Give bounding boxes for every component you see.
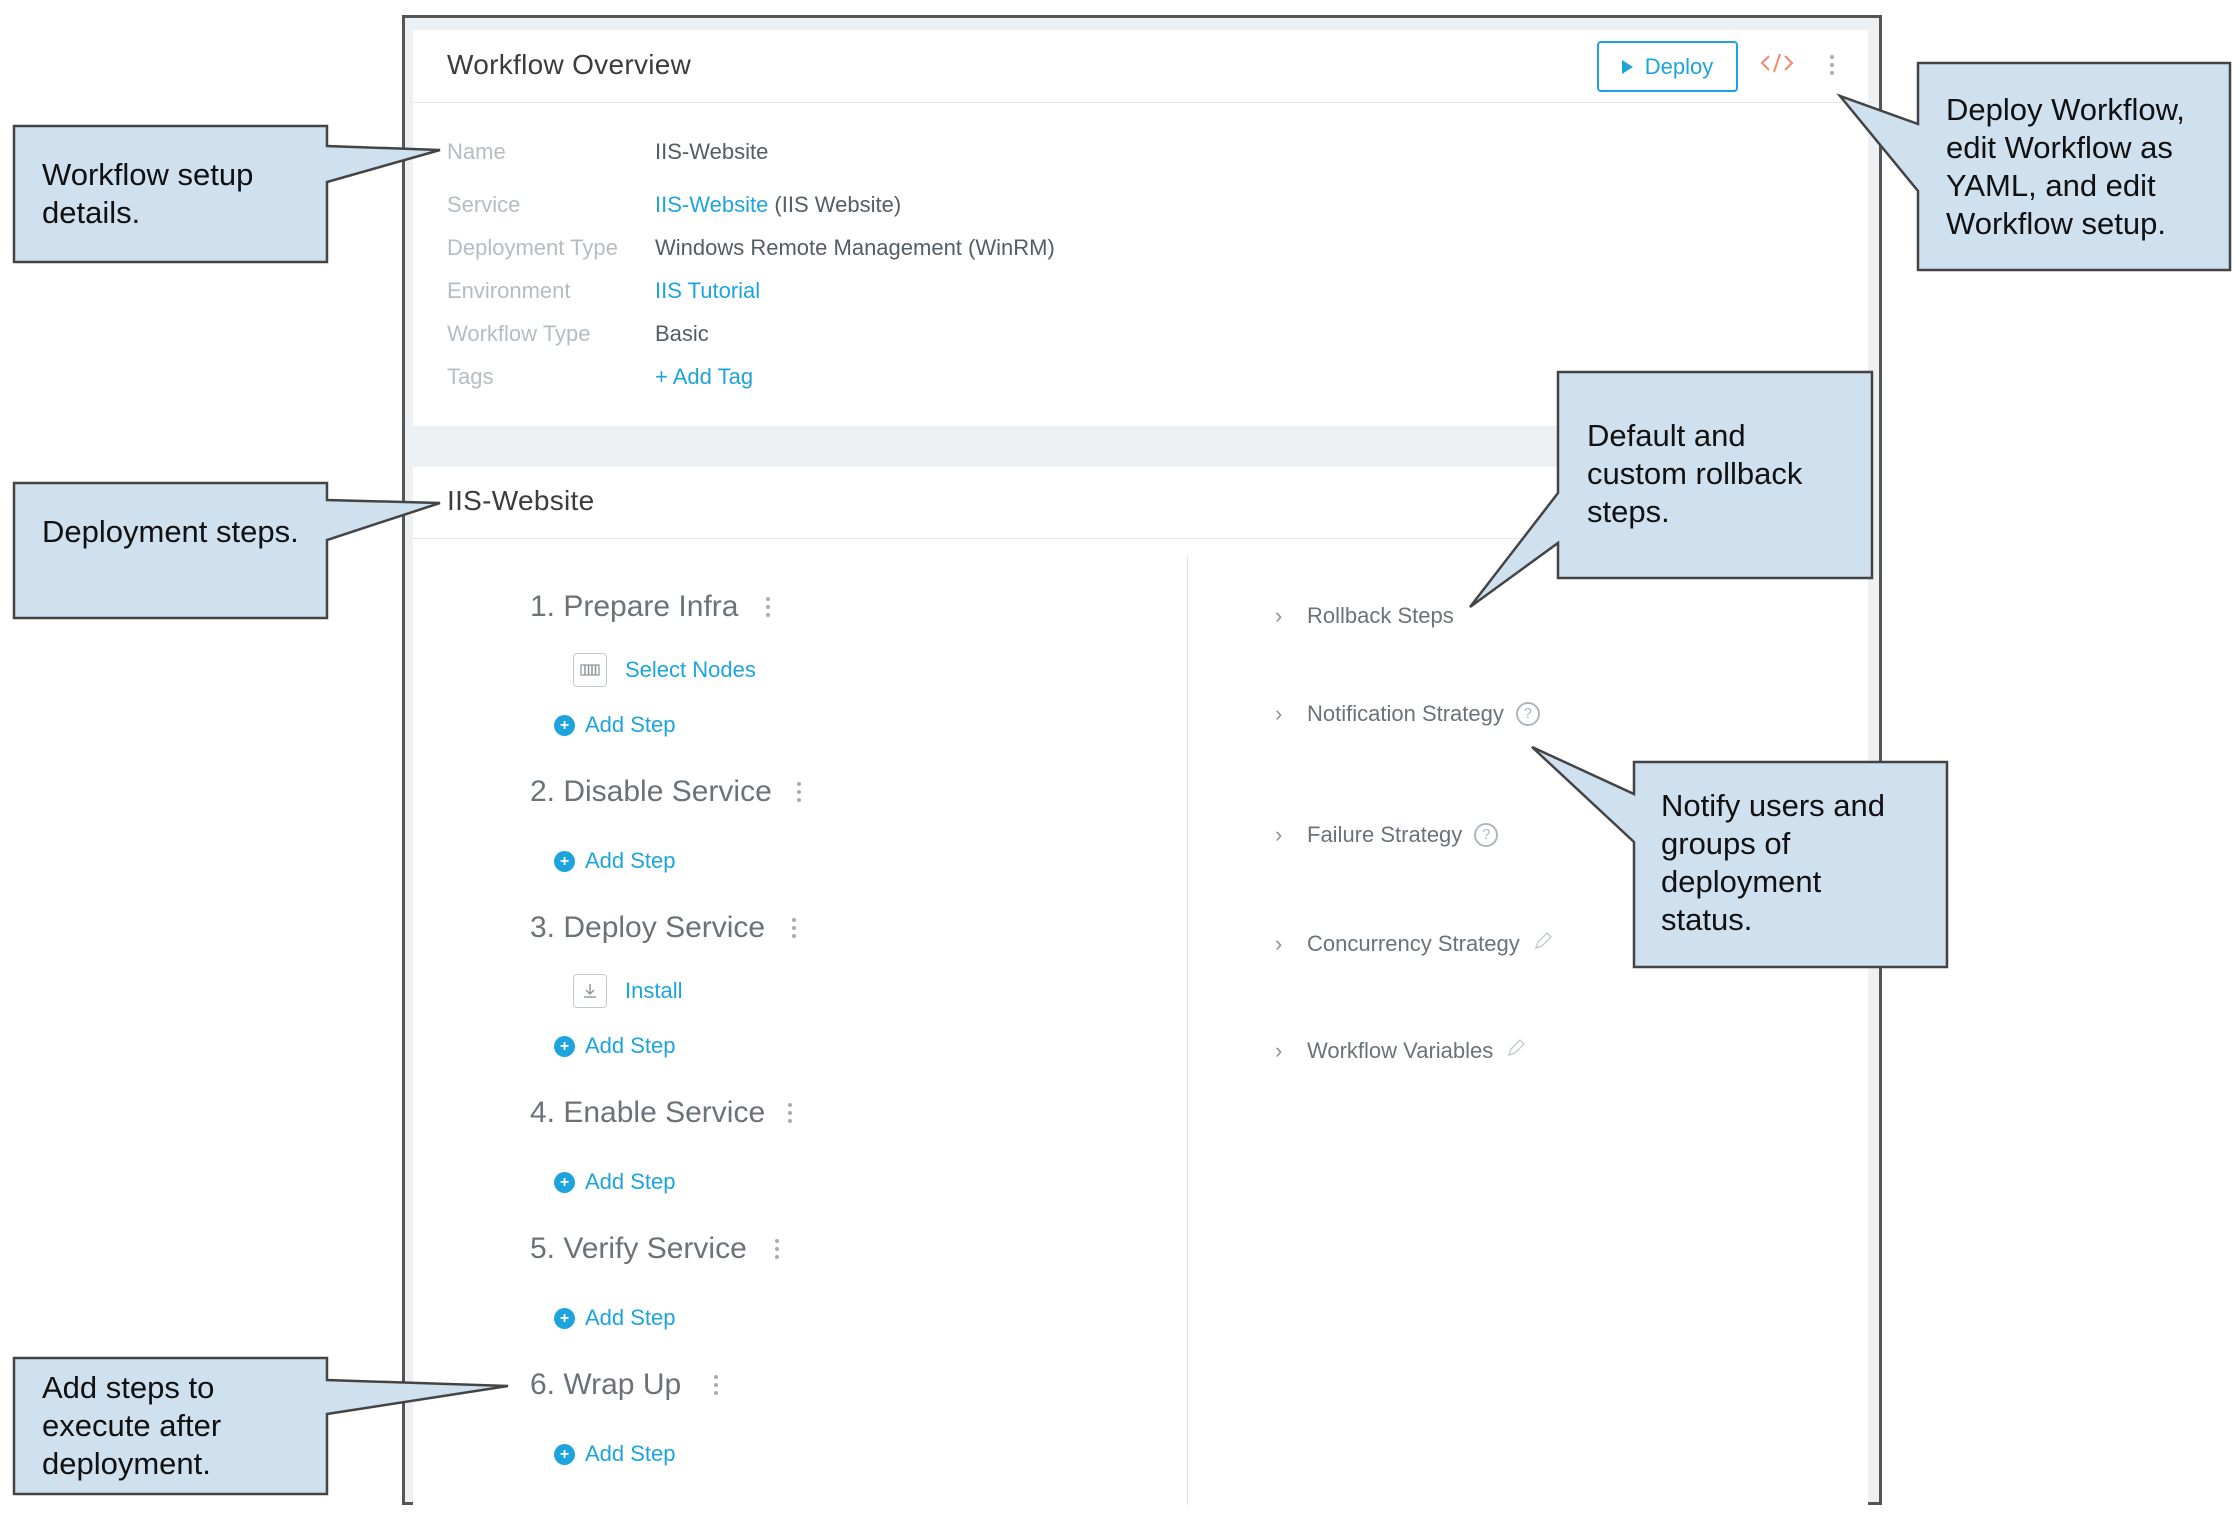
step-label: Select Nodes bbox=[625, 657, 756, 682]
field-value-deployment-type: Windows Remote Management (WinRM) bbox=[655, 235, 1055, 260]
workflow-variables-item[interactable]: › Workflow Variables bbox=[1275, 1037, 1527, 1065]
side-item-label: Failure Strategy bbox=[1307, 822, 1463, 847]
callout-addsteps-shape bbox=[12, 1356, 509, 1496]
play-icon bbox=[1621, 59, 1633, 74]
column-divider bbox=[1187, 555, 1188, 1505]
add-step-button[interactable]: + Add Step bbox=[554, 712, 676, 738]
service-suffix: (IIS Website) bbox=[768, 192, 902, 217]
phase-title-wrap-up: 6. Wrap Up bbox=[530, 1368, 682, 1401]
callout-setup-text: Workflow setup details. bbox=[42, 157, 254, 230]
chevron-right-icon: › bbox=[1275, 822, 1283, 847]
plus-icon: + bbox=[554, 1307, 575, 1329]
callout-addsteps-text: Add steps to execute after deployment. bbox=[42, 1370, 222, 1481]
callout-setup-shape bbox=[12, 124, 441, 264]
step-select-nodes[interactable]: Select Nodes bbox=[573, 653, 756, 687]
overview-title: Workflow Overview bbox=[447, 49, 692, 80]
concurrency-strategy-item[interactable]: › Concurrency Strategy bbox=[1275, 930, 1554, 958]
phase-title-disable-service: 2. Disable Service bbox=[530, 775, 772, 808]
phase-menu-icon[interactable] bbox=[714, 1375, 718, 1395]
service-link[interactable]: IIS-Website bbox=[655, 192, 769, 217]
add-step-button[interactable]: + Add Step bbox=[554, 1033, 676, 1059]
callout-notify-shape bbox=[1531, 745, 1949, 969]
step-label: Install bbox=[625, 978, 683, 1003]
step-install[interactable]: Install bbox=[573, 974, 682, 1008]
more-options-icon[interactable] bbox=[1830, 55, 1834, 75]
field-label-workflow-type: Workflow Type bbox=[447, 321, 591, 346]
phase-title-deploy-service: 3. Deploy Service bbox=[530, 911, 766, 944]
callout-notify-text: Notify users and groups of deployment st… bbox=[1661, 788, 1885, 937]
notification-strategy-item[interactable]: › Notification Strategy ? bbox=[1275, 701, 1540, 727]
add-step-label: Add Step bbox=[585, 1441, 676, 1466]
workflow-phase-card bbox=[413, 467, 1868, 1505]
callout-rollback-text: Default and custom rollback steps. bbox=[1587, 418, 1803, 529]
field-label-service: Service bbox=[447, 192, 521, 217]
deploy-button[interactable]: Deploy bbox=[1597, 41, 1738, 92]
field-label-tags: Tags bbox=[447, 364, 494, 389]
environment-link[interactable]: IIS Tutorial bbox=[655, 278, 761, 303]
phase-menu-icon[interactable] bbox=[792, 918, 796, 938]
callout-deploy-text: Deploy Workflow, edit Workflow as YAML, … bbox=[1946, 92, 2185, 241]
add-step-button[interactable]: + Add Step bbox=[554, 1305, 676, 1331]
grid-icon bbox=[573, 653, 607, 687]
phase-title-enable-service: 4. Enable Service bbox=[530, 1096, 766, 1129]
chevron-right-icon: › bbox=[1275, 603, 1283, 628]
plus-icon: + bbox=[554, 850, 575, 872]
pencil-icon[interactable] bbox=[1532, 930, 1554, 958]
plus-icon: + bbox=[554, 714, 575, 736]
field-label-name: Name bbox=[447, 139, 506, 164]
pencil-icon[interactable] bbox=[1505, 1037, 1527, 1065]
phase-title-verify-service: 5. Verify Service bbox=[530, 1232, 747, 1265]
divider bbox=[413, 102, 1868, 103]
callout-rollback-shape bbox=[1469, 370, 1874, 609]
add-step-button[interactable]: + Add Step bbox=[554, 1169, 676, 1195]
phase-menu-icon[interactable] bbox=[775, 1239, 779, 1259]
workflow-overview-card bbox=[413, 30, 1868, 426]
phase-menu-icon[interactable] bbox=[766, 597, 770, 617]
help-icon[interactable]: ? bbox=[1515, 702, 1540, 726]
plus-icon: + bbox=[554, 1035, 575, 1057]
download-icon bbox=[573, 974, 607, 1008]
field-value-name: IIS-Website bbox=[655, 139, 769, 164]
plus-icon: + bbox=[554, 1171, 575, 1193]
callout-deploy-shape bbox=[1836, 61, 2232, 272]
failure-strategy-item[interactable]: › Failure Strategy ? bbox=[1275, 822, 1499, 848]
chevron-right-icon: › bbox=[1275, 1038, 1283, 1063]
field-value-service: IIS-Website (IIS Website) bbox=[655, 192, 901, 218]
add-step-label: Add Step bbox=[585, 1169, 676, 1194]
side-item-label: Notification Strategy bbox=[1307, 701, 1504, 726]
deploy-label: Deploy bbox=[1644, 53, 1714, 79]
add-step-label: Add Step bbox=[585, 1033, 676, 1058]
code-yaml-icon[interactable] bbox=[1760, 50, 1794, 81]
callout-steps-shape bbox=[12, 481, 441, 620]
chevron-right-icon: › bbox=[1275, 931, 1283, 956]
rollback-steps-item[interactable]: › Rollback Steps bbox=[1275, 603, 1454, 629]
phase-section-title: IIS-Website bbox=[447, 485, 595, 516]
side-item-label: Rollback Steps bbox=[1307, 603, 1454, 628]
add-step-button[interactable]: + Add Step bbox=[554, 1441, 676, 1467]
field-label-deployment-type: Deployment Type bbox=[447, 235, 618, 260]
chevron-right-icon: › bbox=[1275, 701, 1283, 726]
phase-menu-icon[interactable] bbox=[797, 782, 801, 802]
help-icon[interactable]: ? bbox=[1474, 823, 1499, 847]
add-step-label: Add Step bbox=[585, 1305, 676, 1330]
phase-menu-icon[interactable] bbox=[788, 1103, 792, 1123]
phase-title-prepare-infra: 1. Prepare Infra bbox=[530, 590, 739, 623]
callout-steps-text: Deployment steps. bbox=[42, 514, 299, 549]
field-label-environment: Environment bbox=[447, 278, 571, 303]
side-item-label: Workflow Variables bbox=[1307, 1038, 1494, 1063]
add-step-button[interactable]: + Add Step bbox=[554, 848, 676, 874]
add-tag-link[interactable]: + Add Tag bbox=[655, 364, 754, 389]
field-value-workflow-type: Basic bbox=[655, 321, 709, 346]
add-step-label: Add Step bbox=[585, 848, 676, 873]
divider bbox=[413, 538, 1868, 539]
side-item-label: Concurrency Strategy bbox=[1307, 931, 1520, 956]
plus-icon: + bbox=[554, 1443, 575, 1465]
add-step-label: Add Step bbox=[585, 712, 676, 737]
